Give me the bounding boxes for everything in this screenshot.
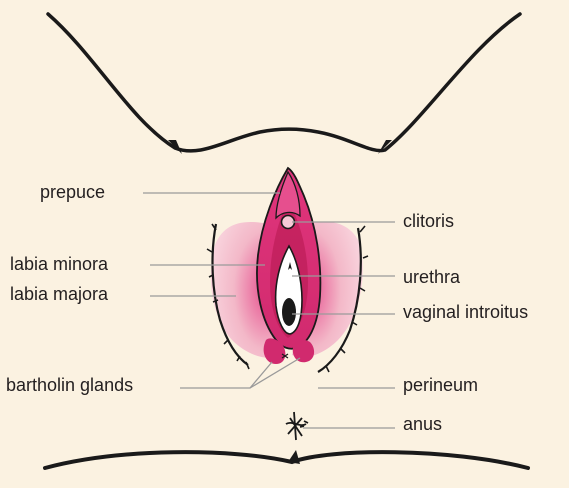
label-anus: anus [403, 414, 442, 434]
label-perineum: perineum [403, 375, 478, 395]
label-bartholin-glands: bartholin glands [6, 375, 133, 395]
anus [286, 412, 308, 440]
left-fold-tip [168, 140, 182, 154]
label-clitoris: clitoris [403, 211, 454, 231]
vaginal-introitus [282, 298, 296, 326]
label-labia-majora: labia majora [10, 284, 109, 304]
leader-bartholin [180, 362, 272, 388]
label-vaginal-introitus: vaginal introitus [403, 302, 528, 322]
upper-body-outline [48, 14, 520, 151]
label-prepuce: prepuce [40, 182, 105, 202]
lower-body-outline [45, 452, 528, 468]
label-labia-minora: labia minora [10, 254, 109, 274]
lower-fold-tip [288, 450, 300, 464]
bartholin-gland-right [293, 340, 314, 362]
label-urethra: urethra [403, 267, 461, 287]
